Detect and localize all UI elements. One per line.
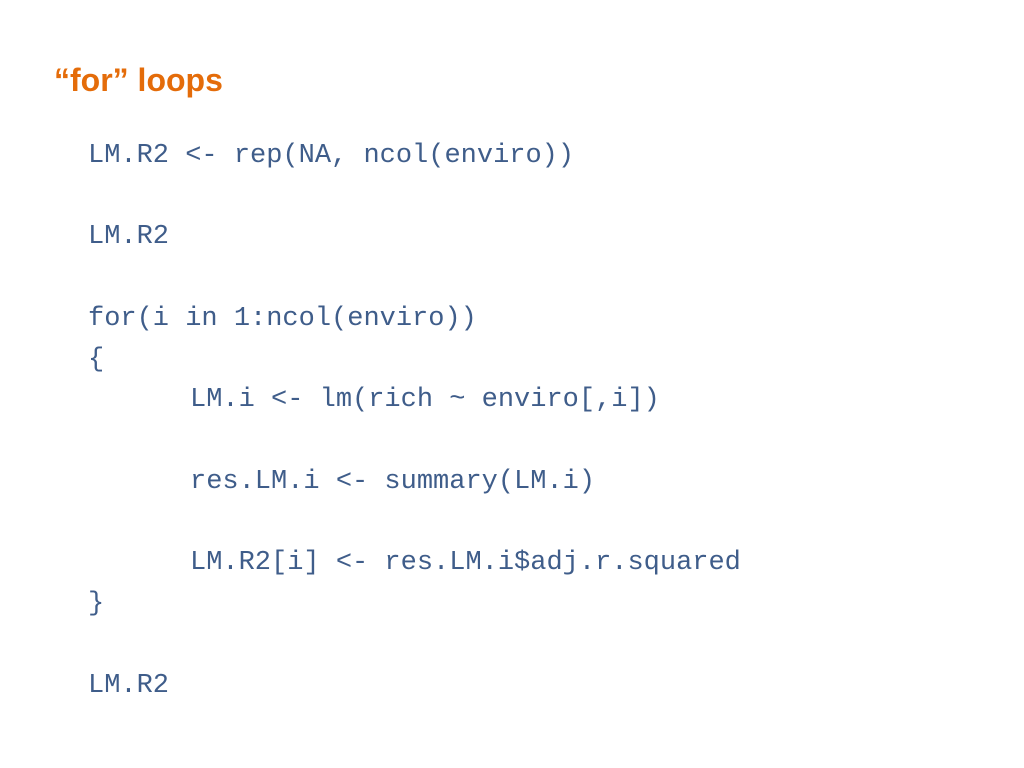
code-line-init-vector: LM.R2 <- rep(NA, ncol(enviro)): [88, 141, 575, 171]
code-line-print-vector: LM.R2: [88, 222, 170, 252]
code-line-print-result: LM.R2: [88, 671, 170, 701]
code-line-store-r2: LM.R2[i] <- res.LM.i$adj.r.squared: [190, 548, 741, 578]
code-line-fit-model: LM.i <- lm(rich ~ enviro[,i]): [190, 385, 660, 415]
code-line-open-brace: {: [88, 345, 105, 375]
slide-title: “for” loops: [54, 62, 223, 98]
code-line-summary: res.LM.i <- summary(LM.i): [190, 467, 596, 497]
code-block: LM.R2 <- rep(NA, ncol(enviro)) LM.R2 for…: [88, 0, 988, 768]
code-line-close-brace: }: [88, 589, 105, 619]
code-line-for-header: for(i in 1:ncol(enviro)): [88, 304, 477, 334]
